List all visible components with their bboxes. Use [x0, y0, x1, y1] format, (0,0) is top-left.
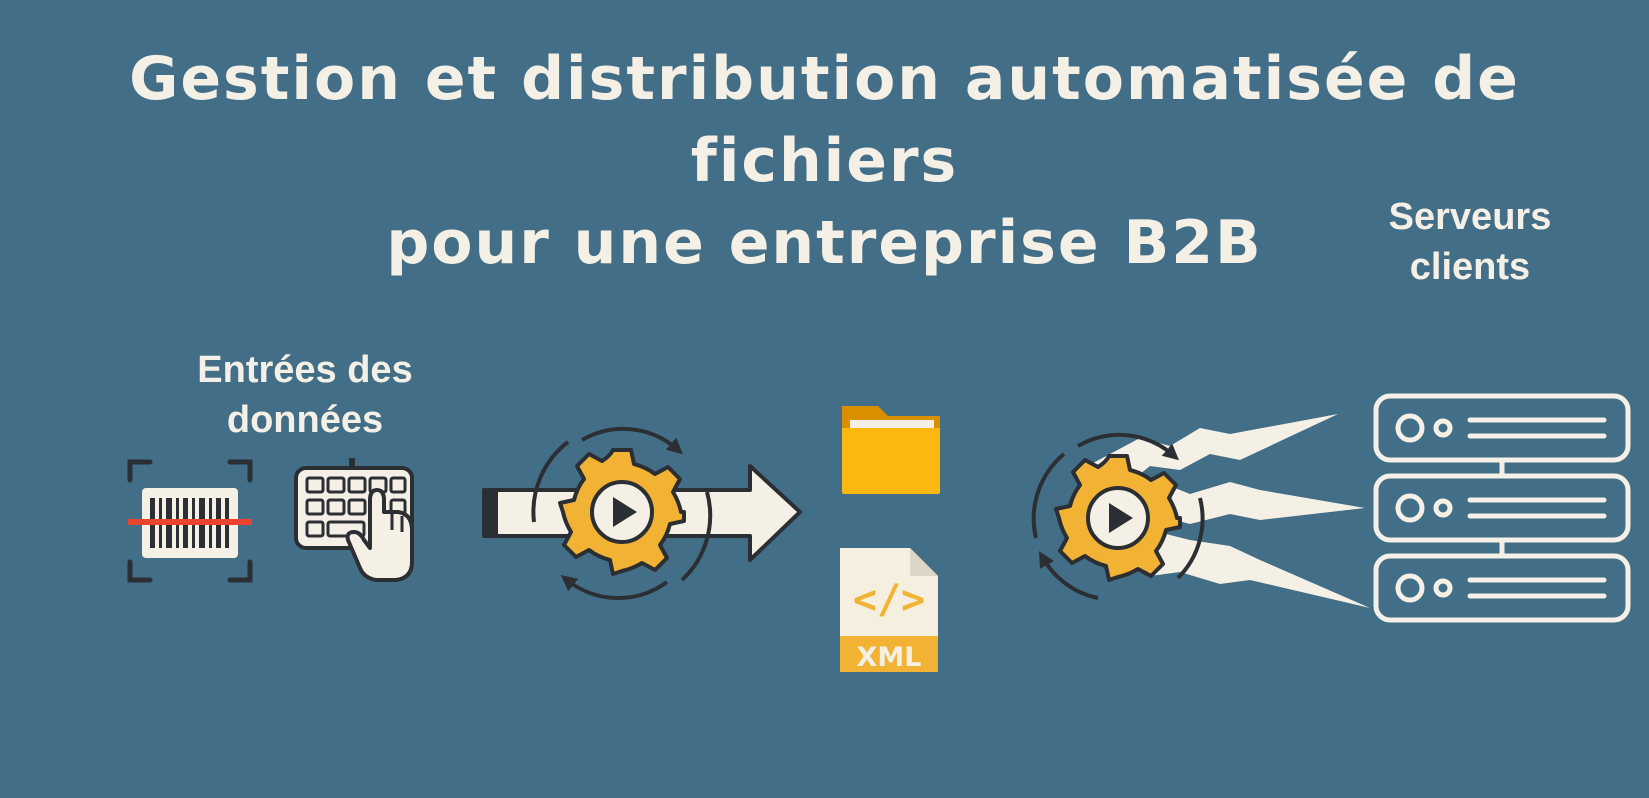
- server-rack-icon: [1373, 393, 1631, 623]
- xml-file-icon: </> XML: [840, 548, 938, 673]
- title-line-1: Gestion et distribution automatisée de f…: [129, 44, 1520, 196]
- gear-play-icon: [531, 426, 713, 601]
- folder-icon: [842, 406, 940, 494]
- page-title: Gestion et distribution automatisée de f…: [0, 38, 1649, 284]
- barcode-scan-icon: [127, 459, 253, 583]
- label-client-servers-line-2: clients: [1409, 246, 1531, 288]
- xml-code-symbol: </>: [853, 577, 925, 623]
- gear-play-icon-right: [1031, 432, 1205, 600]
- xml-file-label: XML: [857, 642, 922, 673]
- label-data-inputs: Entrées des données: [150, 345, 460, 445]
- title-line-2: pour une entreprise B2B: [386, 208, 1263, 278]
- label-client-servers-line-1: Serveurs: [1388, 196, 1552, 238]
- label-client-servers: Serveurs clients: [1330, 192, 1610, 292]
- label-data-inputs-line-2: données: [226, 399, 384, 441]
- label-data-inputs-line-1: Entrées des: [197, 349, 413, 391]
- keyboard-touch-icon: [294, 458, 414, 582]
